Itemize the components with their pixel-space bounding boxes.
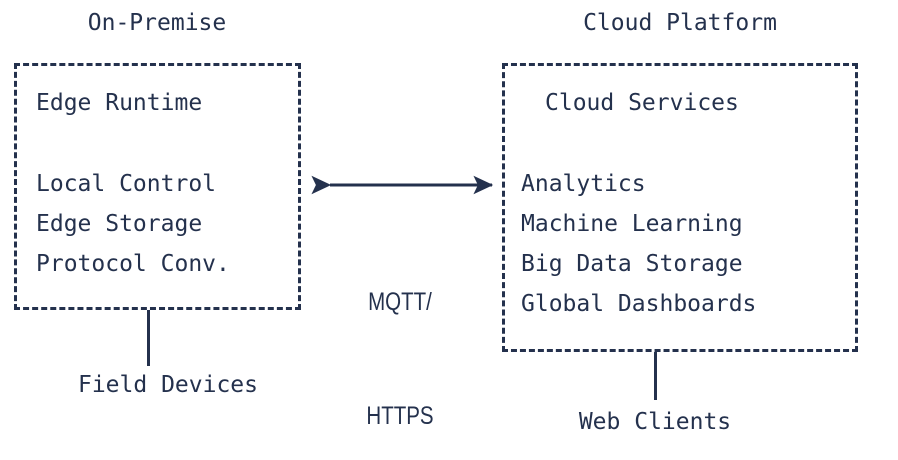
on-premise-item-1: Edge Storage (36, 211, 203, 237)
link-protocol-line-1: MQTT/ (368, 288, 432, 316)
cloud-item-2: Big Data Storage (521, 251, 743, 277)
cloud-item-1: Machine Learning (521, 211, 743, 237)
cloud-item-3: Global Dashboards (521, 291, 757, 317)
field-devices-label: Field Devices (77, 372, 259, 398)
web-clients-connector (654, 352, 657, 400)
mqtt-https-bidirectional-arrow (311, 175, 494, 195)
field-devices-connector (147, 310, 150, 366)
cloud-services-heading: Cloud Services (545, 90, 739, 116)
on-premise-title: On-Premise (87, 10, 227, 36)
link-protocol-line-2: HTTPS (366, 402, 434, 430)
on-premise-box (14, 63, 301, 310)
cloud-platform-box (502, 63, 858, 352)
edge-runtime-heading: Edge Runtime (36, 90, 203, 116)
cloud-item-0: Analytics (521, 171, 646, 197)
on-premise-item-2: Protocol Conv. (36, 251, 230, 277)
link-protocol-label: MQTT/ HTTPS (334, 207, 465, 460)
cloud-platform-title: Cloud Platform (583, 10, 777, 36)
web-clients-label: Web Clients (578, 409, 732, 435)
on-premise-item-0: Local Control (36, 171, 217, 197)
